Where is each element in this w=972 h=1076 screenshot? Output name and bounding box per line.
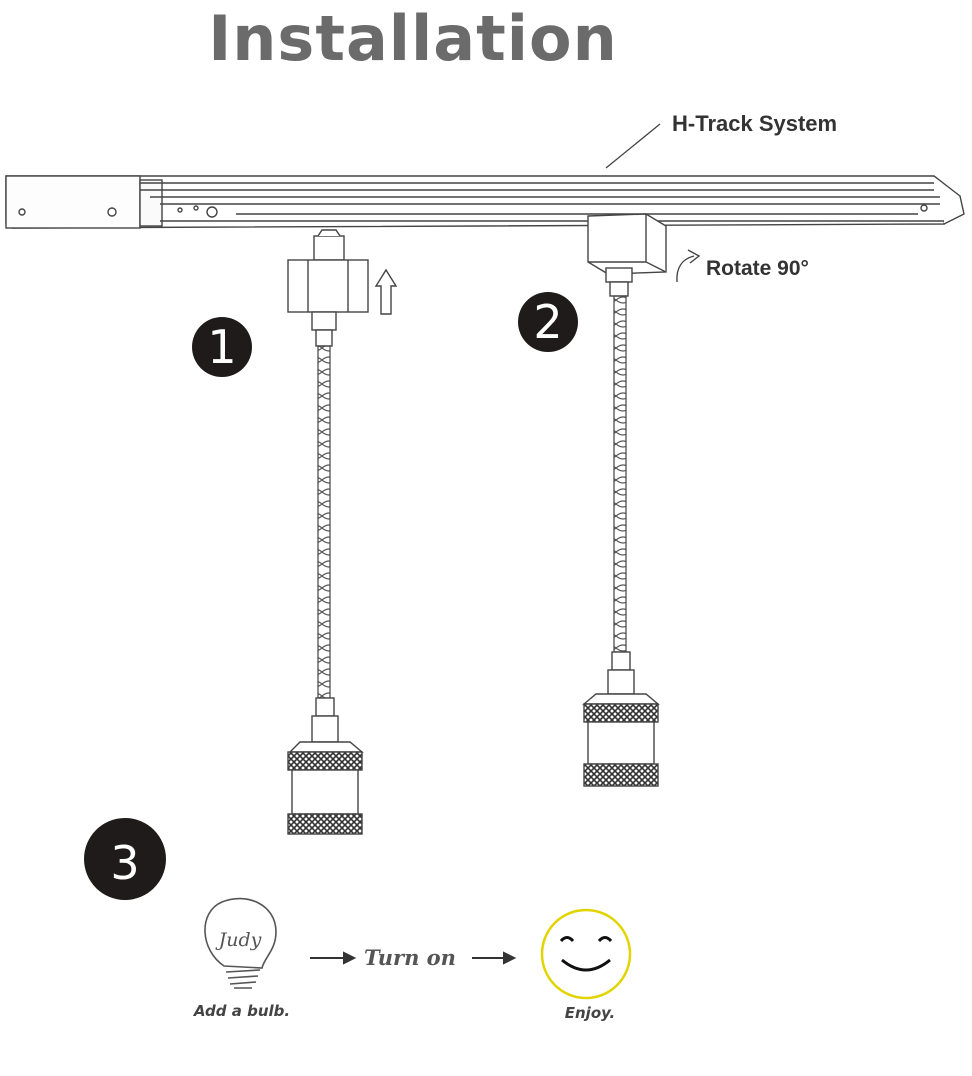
step-badge-1: 1 bbox=[192, 317, 252, 377]
right-arrow-icon bbox=[310, 951, 357, 965]
track-label: H-Track System bbox=[672, 111, 837, 136]
h-track-system bbox=[5, 175, 965, 229]
twisted-cord-one bbox=[317, 345, 331, 699]
page-title: Installation bbox=[208, 2, 618, 75]
turn-on-label: Turn on bbox=[364, 945, 456, 970]
step-badge-3: 3 bbox=[84, 818, 166, 900]
twisted-cord-two bbox=[613, 295, 627, 653]
step-badge-2: 2 bbox=[518, 292, 578, 352]
add-bulb-caption: Add a bulb. bbox=[193, 1002, 290, 1020]
track-adapter-one bbox=[287, 229, 369, 347]
track-adapter-two bbox=[587, 213, 667, 297]
rotate-label: Rotate 90° bbox=[706, 257, 809, 280]
lamp-socket-one bbox=[287, 697, 364, 835]
bulb-word: Judy bbox=[215, 929, 262, 951]
rotate-arrow-icon bbox=[676, 249, 701, 283]
track-leader-line bbox=[605, 123, 661, 169]
pendant-two: Rotate 90° bbox=[582, 213, 809, 787]
svg-text:1: 1 bbox=[207, 320, 236, 374]
pendant-one bbox=[287, 229, 398, 835]
enjoy-caption: Enjoy. bbox=[565, 1004, 615, 1022]
lamp-socket-two bbox=[582, 651, 660, 787]
lightbulb-icon: Judy bbox=[204, 897, 277, 989]
right-arrow-icon bbox=[472, 951, 517, 965]
svg-text:3: 3 bbox=[110, 836, 139, 890]
up-arrow-icon bbox=[374, 268, 398, 315]
svg-text:2: 2 bbox=[533, 295, 562, 349]
smiley-icon bbox=[540, 908, 632, 1000]
